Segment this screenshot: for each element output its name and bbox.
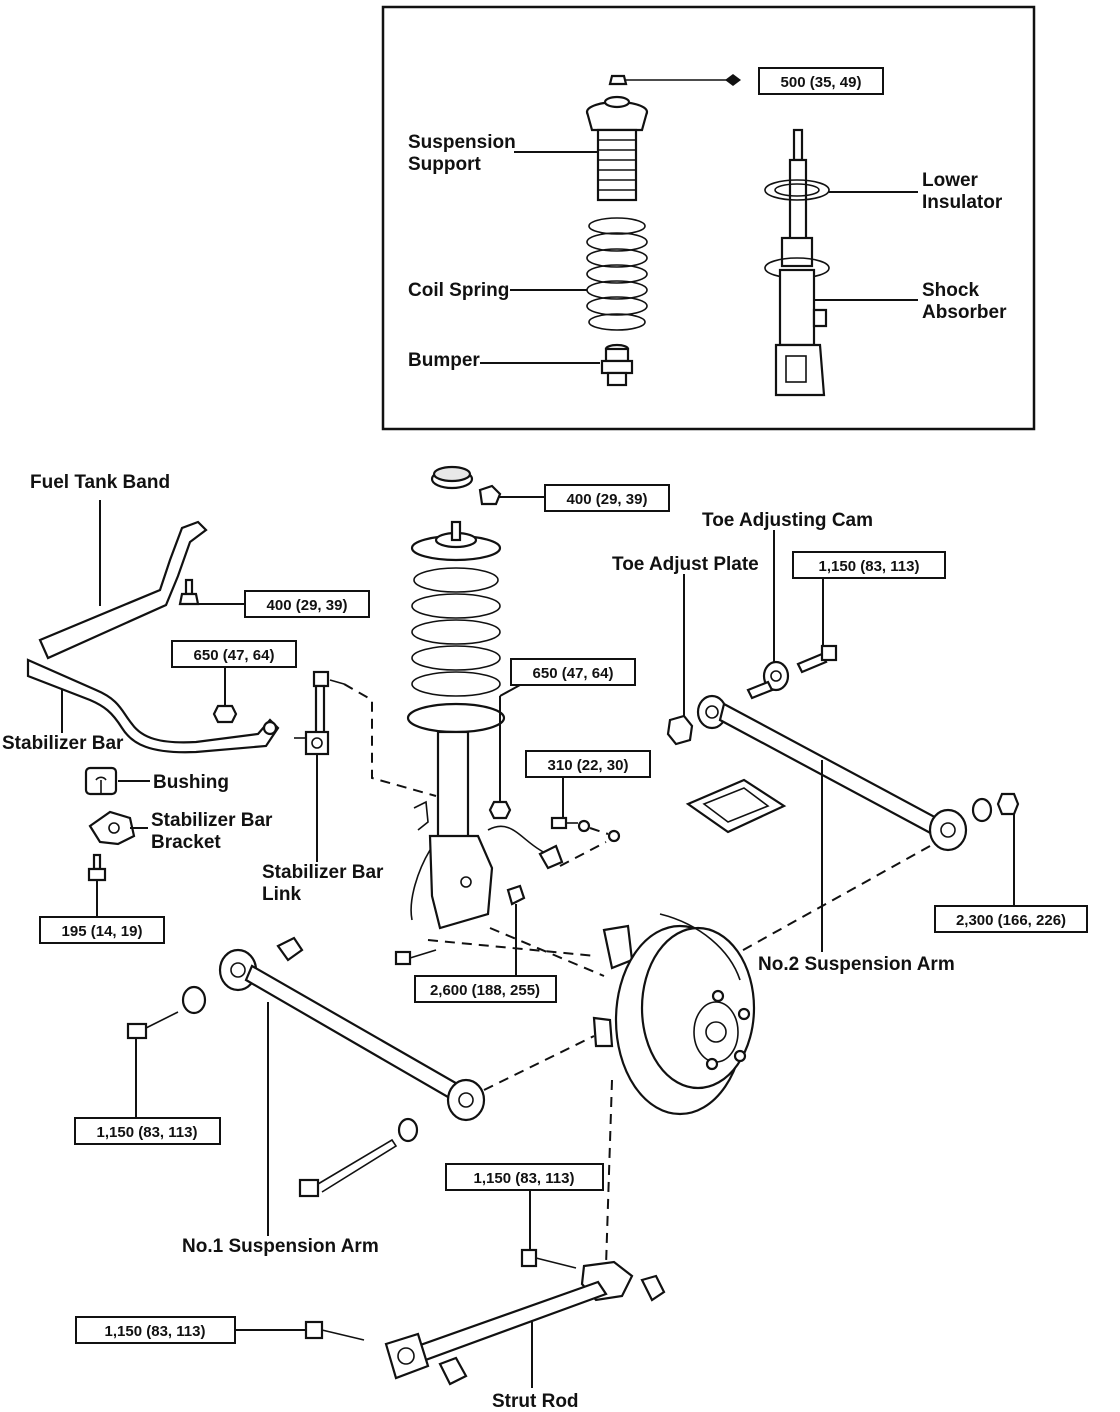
svg-text:310 (22, 30): 310 (22, 30) bbox=[548, 757, 629, 774]
svg-text:Shock: Shock bbox=[922, 280, 979, 301]
torque-box-strut-rod-knuckle: 1,150 (83, 113) bbox=[445, 1163, 604, 1191]
torque-box-no2-arm: 2,300 (166, 226) bbox=[934, 905, 1088, 933]
torque-box-toe-cam: 1,150 (83, 113) bbox=[792, 551, 946, 579]
svg-text:2,600 (188, 255): 2,600 (188, 255) bbox=[430, 982, 540, 999]
torque-box-no1-arm: 1,150 (83, 113) bbox=[74, 1117, 221, 1145]
torque-box-fuel-tank-band: 400 (29, 39) bbox=[244, 590, 370, 618]
strut-rod-knuckle-bolt bbox=[520, 1248, 577, 1269]
torque-box-strut-link: 650 (47, 64) bbox=[510, 658, 636, 686]
svg-text:195 (14, 19): 195 (14, 19) bbox=[62, 923, 143, 940]
torque-box-bracket-bolt: 310 (22, 30) bbox=[525, 750, 651, 778]
spring-seat-pad bbox=[685, 778, 787, 834]
svg-text:400 (29, 39): 400 (29, 39) bbox=[267, 597, 348, 614]
svg-text:Fuel Tank Band: Fuel Tank Band bbox=[30, 472, 170, 493]
svg-text:Bracket: Bracket bbox=[151, 832, 221, 853]
svg-text:Toe Adjusting Cam: Toe Adjusting Cam bbox=[702, 510, 873, 531]
svg-text:1,150 (83, 113): 1,150 (83, 113) bbox=[819, 558, 920, 575]
svg-text:650 (47, 64): 650 (47, 64) bbox=[533, 665, 614, 682]
fuel-tank-band-bolt bbox=[178, 578, 200, 606]
strut-link-nut bbox=[488, 800, 512, 820]
shock-absorber-part bbox=[764, 128, 830, 397]
toe-cam-bolt bbox=[796, 644, 838, 674]
fuel-tank-band-part bbox=[38, 520, 208, 660]
svg-text:Toe Adjust Plate: Toe Adjust Plate bbox=[612, 554, 759, 575]
svg-text:No.2 Suspension Arm: No.2 Suspension Arm bbox=[758, 954, 955, 975]
torque-box-support-nut: 500 (35, 49) bbox=[758, 67, 884, 95]
stabilizer-bracket-bolt bbox=[87, 853, 107, 882]
stabilizer-bar-part bbox=[26, 658, 280, 754]
long-bolt bbox=[298, 1117, 419, 1198]
svg-text:Stabilizer Bar: Stabilizer Bar bbox=[262, 862, 384, 883]
strut-knuckle-bolt bbox=[394, 884, 526, 966]
torque-box-strut-rod-body: 1,150 (83, 113) bbox=[75, 1316, 236, 1344]
no1-suspension-arm-part bbox=[181, 936, 486, 1122]
torque-box-stabilizer-link: 650 (47, 64) bbox=[171, 640, 297, 668]
svg-text:500 (35, 49): 500 (35, 49) bbox=[781, 74, 862, 91]
svg-text:Link: Link bbox=[262, 884, 301, 905]
toe-adjust-plate-part bbox=[666, 714, 694, 746]
stabilizer-bar-bracket-part bbox=[88, 810, 136, 846]
svg-text:Coil Spring: Coil Spring bbox=[408, 280, 509, 301]
svg-text:2,300 (166, 226): 2,300 (166, 226) bbox=[956, 912, 1066, 929]
svg-text:Insulator: Insulator bbox=[922, 192, 1003, 213]
suspension-support-part bbox=[585, 95, 649, 202]
toe-adjusting-cam-part bbox=[746, 660, 790, 700]
stabilizer-link-nut bbox=[212, 704, 238, 724]
strut-rod-body-bolt bbox=[304, 1320, 365, 1341]
svg-text:Absorber: Absorber bbox=[922, 302, 1007, 323]
svg-text:Suspension: Suspension bbox=[408, 132, 516, 153]
svg-text:650 (47, 64): 650 (47, 64) bbox=[194, 647, 275, 664]
torque-box-strut-knuckle: 2,600 (188, 255) bbox=[414, 975, 557, 1003]
strut-top-nut bbox=[478, 484, 502, 506]
axle-carrier-part bbox=[592, 913, 756, 1116]
svg-text:1,150 (83, 113): 1,150 (83, 113) bbox=[97, 1124, 198, 1141]
bushing-part bbox=[84, 766, 118, 796]
torque-box-stabilizer-bracket: 195 (14, 19) bbox=[39, 916, 165, 944]
no2-suspension-arm-part bbox=[696, 694, 1020, 852]
strut-exploded-inset: 500 (35, 49) Suspension Support bbox=[381, 5, 1036, 431]
coil-spring-part bbox=[586, 217, 648, 331]
bumper-part bbox=[600, 343, 634, 387]
strut-assembly-part bbox=[406, 520, 506, 930]
brake-hose-part bbox=[410, 800, 564, 921]
stabilizer-bar-link-part bbox=[294, 670, 345, 756]
svg-text:1,150 (83, 113): 1,150 (83, 113) bbox=[105, 1323, 206, 1340]
strut-rod-part bbox=[384, 1260, 666, 1386]
svg-text:Bumper: Bumper bbox=[408, 350, 480, 371]
svg-text:400 (29, 39): 400 (29, 39) bbox=[567, 491, 648, 508]
svg-text:Stabilizer Bar: Stabilizer Bar bbox=[151, 810, 273, 831]
bracket-bolt bbox=[550, 816, 621, 843]
svg-text:Strut Rod: Strut Rod bbox=[492, 1391, 579, 1412]
svg-text:Bushing: Bushing bbox=[153, 772, 229, 793]
svg-text:No.1 Suspension Arm: No.1 Suspension Arm bbox=[182, 1236, 379, 1257]
no1-arm-bolt bbox=[126, 1011, 179, 1040]
torque-box-upper-mount: 400 (29, 39) bbox=[544, 484, 670, 512]
svg-text:Stabilizer Bar: Stabilizer Bar bbox=[2, 733, 124, 754]
svg-text:1,150 (83, 113): 1,150 (83, 113) bbox=[474, 1170, 575, 1187]
svg-text:Support: Support bbox=[408, 154, 481, 175]
svg-text:Lower: Lower bbox=[922, 170, 979, 191]
strut-top-cap bbox=[430, 465, 474, 490]
